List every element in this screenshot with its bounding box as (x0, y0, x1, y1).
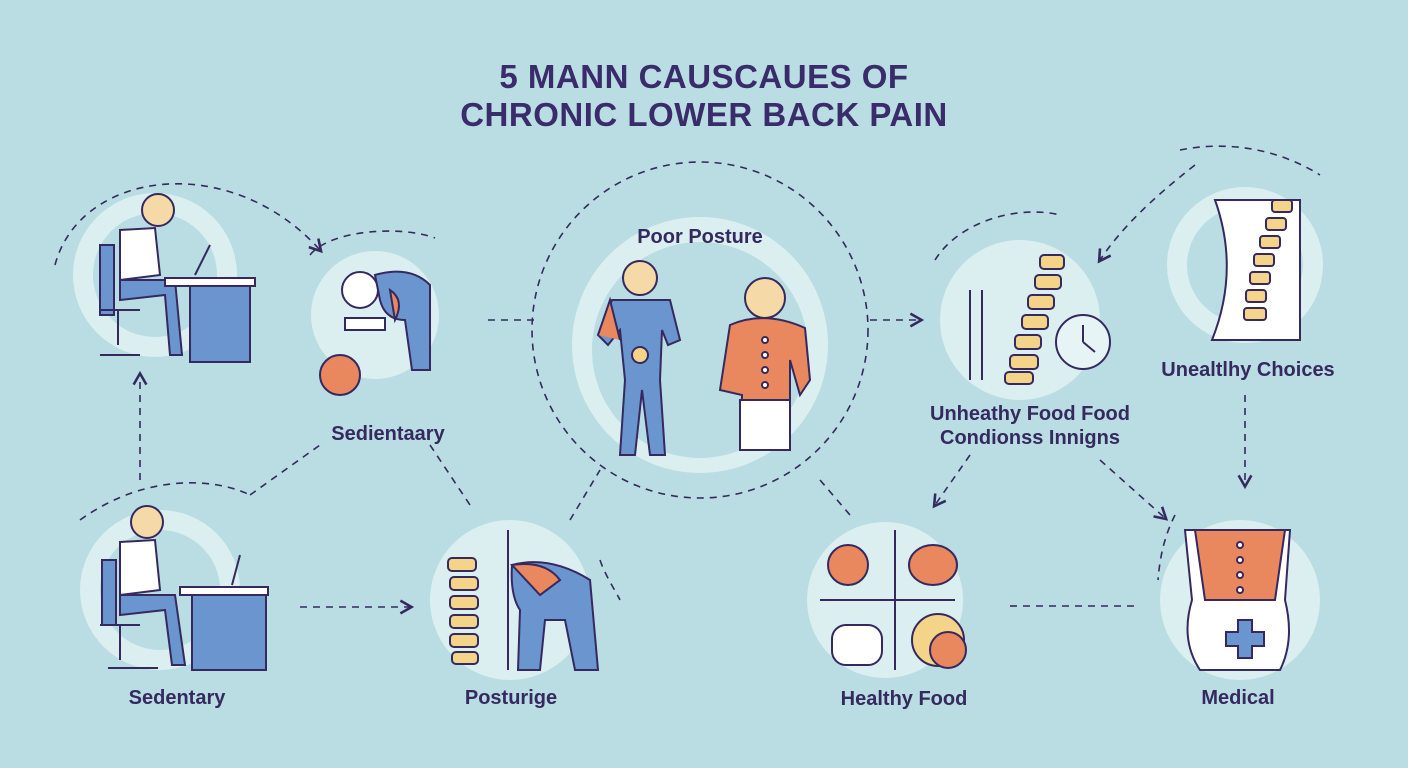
dashed-connectors (54, 145, 1321, 615)
label-healthy-food: Healthy Food (840, 688, 968, 710)
food-grid-icon (820, 530, 967, 670)
poor-posture-icon (596, 260, 812, 456)
label-sedientaary: Sedientaary (331, 423, 445, 445)
bending-person-icon (319, 270, 431, 396)
label-unealthy-choices: Unealtlhy Choices (1161, 359, 1335, 381)
spine-clock-icon (969, 254, 1111, 385)
label-poor-posture: Poor Posture (637, 226, 763, 248)
medical-torso-icon (1183, 529, 1292, 671)
side-spine-icon (1210, 199, 1301, 341)
spine-bending-icon (447, 530, 600, 671)
label-sedentary: Sedentary (128, 687, 226, 709)
title-line-2: CHRONIC LOWER BACK PAIN (460, 96, 948, 133)
title-line-1: 5 MANN CAUSCAUES OF (499, 58, 909, 95)
label-unheathy-line-2: Condionss Innigns (940, 427, 1120, 449)
label-medical: Medical (1201, 687, 1275, 709)
halo-inner (93, 207, 1303, 650)
desk-worker-icon-2 (100, 505, 269, 671)
desk-worker-icon (99, 193, 256, 363)
label-posturige: Posturige (464, 687, 558, 709)
label-unheathy-line-1: Unheathy Food Food (930, 403, 1130, 425)
